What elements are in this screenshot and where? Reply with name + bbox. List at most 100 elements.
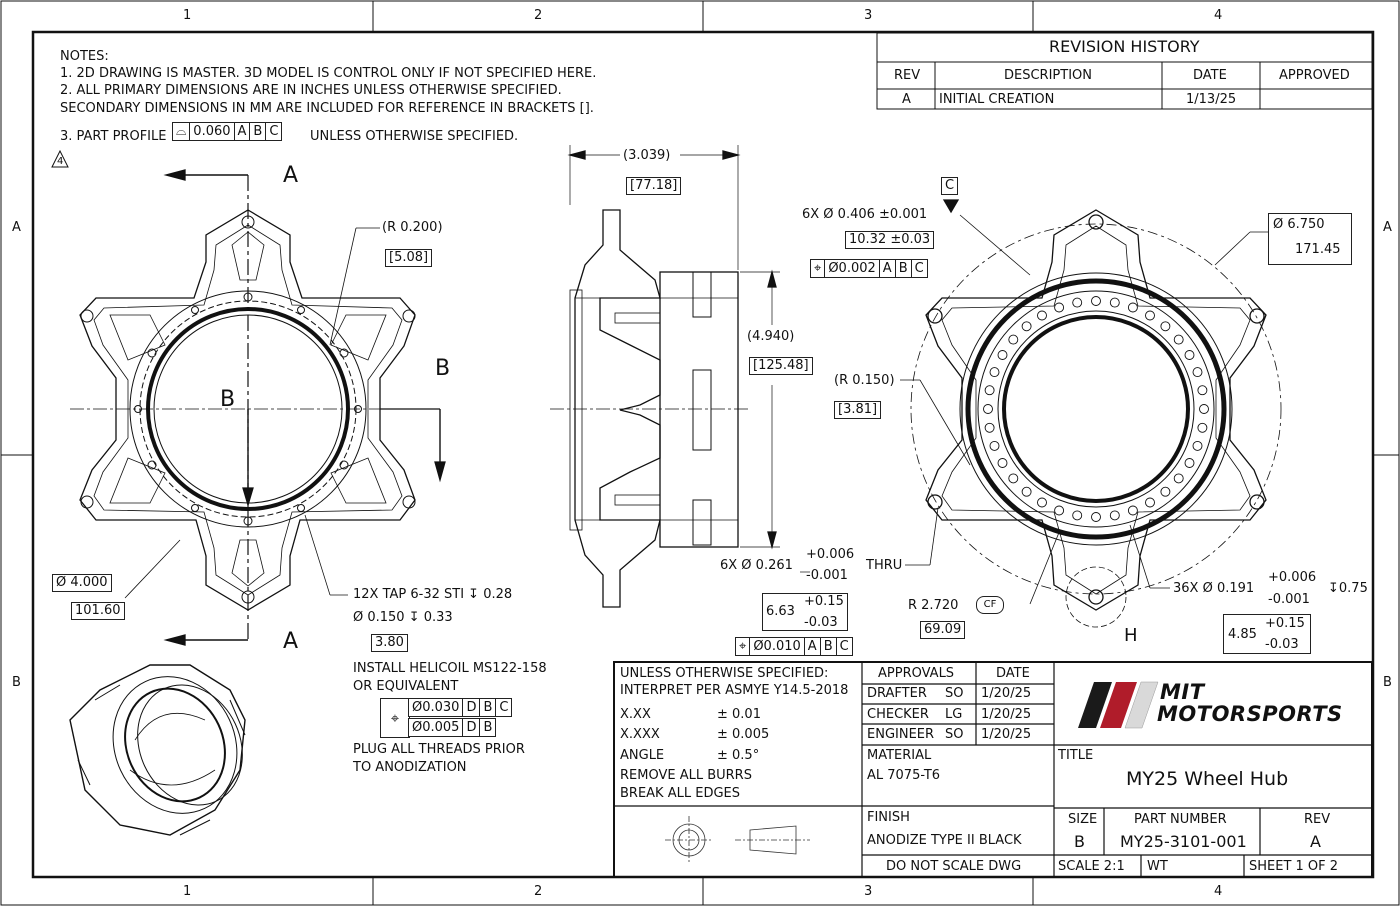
section-a-top-label: A	[283, 163, 299, 188]
tol-xxx-value: ± 0.005	[717, 727, 770, 742]
do-not-scale-note: DO NOT SCALE DWG	[886, 859, 1022, 874]
zone-bottom-3: 3	[864, 884, 873, 899]
checker-date: 1/20/25	[981, 707, 1032, 722]
rev-value: A	[1310, 832, 1321, 851]
side-height-in: (4.940)	[747, 329, 795, 344]
zone-left-b: B	[12, 675, 21, 690]
notes-heading: NOTES:	[60, 49, 109, 64]
rev-header-approved: APPROVED	[1279, 68, 1350, 83]
tol-xx-label: X.XX	[620, 707, 651, 722]
tol-angle-value: ± 0.5°	[717, 748, 760, 763]
side-hole-mm-plus: +0.15	[804, 594, 844, 609]
engineer-label: ENGINEER	[867, 727, 935, 742]
rev-label: REV	[1304, 812, 1331, 827]
drafter-date: 1/20/25	[981, 686, 1032, 701]
burr-note-line1: REMOVE ALL BURRS	[620, 768, 752, 783]
tap-callout-line1: 12X TAP 6-32 STI ↧ 0.28	[353, 587, 513, 602]
bolt-circle-mm: 69.09	[920, 621, 966, 639]
ring-hole	[997, 458, 1008, 468]
ring-hole	[1197, 385, 1208, 396]
zone-right-b: B	[1383, 675, 1392, 690]
plug-note-line1: PLUG ALL THREADS PRIOR	[353, 742, 525, 757]
ring-hole	[1008, 473, 1019, 484]
ring-hole	[989, 440, 1000, 451]
front-diameter-mm: 101.60	[71, 602, 125, 620]
ring-hole	[1037, 310, 1047, 321]
side-hole-callout: 6X Ø 0.261	[720, 558, 793, 573]
composite-fcf-symbol: ⌖	[380, 698, 410, 738]
front-view	[70, 169, 446, 646]
side-hole-mm-box	[762, 593, 848, 631]
zone-bottom-4: 4	[1214, 884, 1223, 899]
detail-h-label: H	[1124, 625, 1138, 646]
tol-angle-label: ANGLE	[620, 748, 665, 763]
ring-hole	[1192, 367, 1203, 378]
small-holes-mm-box	[1223, 614, 1311, 654]
drafter-label: DRAFTER	[867, 686, 927, 701]
front-radius-mm: [5.08]	[385, 249, 433, 267]
rev-row-description: INITIAL CREATION	[939, 92, 1055, 107]
rev-header-description: DESCRIPTION	[1004, 68, 1092, 83]
continuous-feature-symbol: CF	[976, 596, 1004, 614]
note-flag-number: 4	[57, 156, 64, 167]
tap-callout-line2: Ø 0.150 ↧ 0.33	[353, 610, 453, 625]
bolt-circle-radius: R 2.720	[908, 598, 959, 613]
front-diameter-in: Ø 4.000	[52, 574, 112, 592]
small-holes-callout: 36X Ø 0.191	[1173, 581, 1255, 596]
side-width-in: (3.039)	[623, 148, 671, 163]
tap-callout-mm: 3.80	[371, 634, 408, 652]
size-label: SIZE	[1068, 812, 1098, 827]
zone-top-3: 3	[864, 8, 873, 23]
ring-hole	[1109, 510, 1120, 521]
ring-hole	[1145, 497, 1155, 508]
ring-hole	[1127, 505, 1138, 516]
rev-header-date: DATE	[1193, 68, 1227, 83]
rev-header-rev: REV	[894, 68, 921, 83]
tol-xxx-label: X.XXX	[620, 727, 660, 742]
engineer-initials: SO	[945, 727, 964, 742]
rev-row-rev: A	[902, 92, 911, 107]
side-hole-tol-plus: +0.006	[806, 547, 855, 562]
rear-view	[900, 199, 1282, 628]
side-hole-tol-minus: -0.001	[806, 568, 848, 583]
ring-hole	[1021, 486, 1032, 497]
small-holes-depth: ↧0.75	[1328, 581, 1368, 596]
logo-text-mit: MIT	[1160, 680, 1205, 704]
finish-label: FINISH	[867, 810, 910, 825]
mit-motorsports-logo	[1078, 681, 1159, 729]
zone-left-a: A	[12, 220, 21, 235]
drawing-title: MY25 Wheel Hub	[1126, 768, 1289, 790]
small-holes-tol-plus: +0.006	[1268, 570, 1317, 585]
ring-hole	[1072, 510, 1083, 521]
drafter-initials: SO	[945, 686, 964, 701]
ring-hole	[1160, 321, 1171, 332]
ring-hole	[1145, 310, 1155, 321]
approvals-header: APPROVALS	[878, 666, 955, 681]
isometric-view	[69, 664, 246, 836]
section-a-bottom-label: A	[283, 629, 299, 654]
ring-hole	[1160, 486, 1171, 497]
bolt-hole-callout: 6X Ø 0.406 ±0.001	[802, 207, 928, 222]
ring-hole	[1109, 297, 1120, 308]
engineer-date: 1/20/25	[981, 727, 1032, 742]
sheet-number: SHEET 1 OF 2	[1249, 859, 1339, 874]
ring-hole	[1173, 473, 1184, 484]
section-b-right-label: B	[435, 356, 451, 381]
front-radius-in: (R 0.200)	[382, 220, 443, 235]
finish-value: ANODIZE TYPE II BLACK	[867, 833, 1022, 848]
plug-note-line2: TO ANODIZATION	[353, 760, 467, 775]
size-value: B	[1074, 832, 1085, 851]
ring-hole	[1184, 350, 1195, 360]
ring-hole	[997, 350, 1008, 360]
side-hole-mm: 6.63	[766, 604, 795, 619]
small-holes-mm-plus: +0.15	[1265, 616, 1305, 631]
ring-hole	[1199, 404, 1209, 414]
ring-hole	[1173, 334, 1184, 345]
od-dim-mm: 171.45	[1295, 242, 1341, 257]
ring-hole	[1037, 497, 1047, 508]
ring-hole	[1192, 440, 1203, 451]
ring-hole	[983, 404, 993, 414]
